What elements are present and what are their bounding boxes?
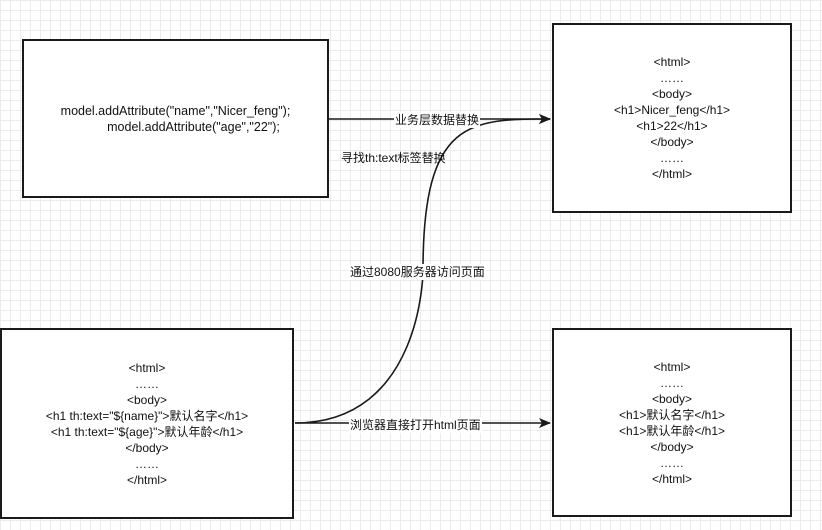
- edge-label-visit-8080: 通过8080服务器访问页面: [349, 264, 486, 280]
- html-line: <body>: [651, 391, 693, 406]
- html-line: </body>: [125, 440, 169, 455]
- html-line: </html>: [126, 472, 168, 487]
- edge-label-biz-replace: 业务层数据替换: [394, 112, 481, 128]
- html-line: </body>: [650, 439, 694, 454]
- html-line: ……: [135, 376, 159, 391]
- html-line: ……: [660, 151, 684, 165]
- code-line: model.addAttribute("name","Nicer_feng");: [60, 103, 291, 118]
- html-line: ……: [660, 375, 684, 390]
- html-line: <h1 th:text="${age}">默认年龄</h1>: [50, 424, 244, 439]
- html-line: <h1>22</h1>: [636, 119, 708, 133]
- html-line: <h1>默认年龄</h1>: [618, 423, 726, 438]
- html-line: <html>: [128, 360, 166, 375]
- html-line: ……: [660, 455, 684, 470]
- edge-label-find-th-text: 寻找th:text标签替换: [341, 151, 446, 165]
- html-line: <h1>默认名字</h1>: [618, 407, 726, 422]
- html-line: ……: [660, 71, 684, 85]
- html-line: </html>: [651, 167, 693, 181]
- controller-code-box: model.addAttribute("name","Nicer_feng");…: [22, 39, 329, 198]
- html-line: </html>: [651, 471, 693, 486]
- html-line: </body>: [650, 135, 694, 149]
- static-html-box: <html> …… <body> <h1>默认名字</h1> <h1>默认年龄<…: [552, 328, 792, 517]
- html-line: <h1 th:text="${name}">默认名字</h1>: [45, 408, 249, 423]
- html-line: ……: [135, 456, 159, 471]
- html-line: <body>: [126, 392, 168, 407]
- code-line: model.addAttribute("age","22");: [107, 119, 280, 134]
- thymeleaf-template-box: <html> …… <body> <h1 th:text="${name}">默…: [0, 328, 294, 519]
- edge-label-browser-open: 浏览器直接打开html页面: [349, 417, 482, 433]
- html-line: <body>: [651, 87, 693, 101]
- html-line: <html>: [653, 359, 691, 374]
- html-line: <h1>Nicer_feng</h1>: [613, 103, 731, 117]
- html-line: <html>: [653, 55, 691, 69]
- server-rendered-html-box: <html> …… <body> <h1>Nicer_feng</h1> <h1…: [552, 23, 792, 213]
